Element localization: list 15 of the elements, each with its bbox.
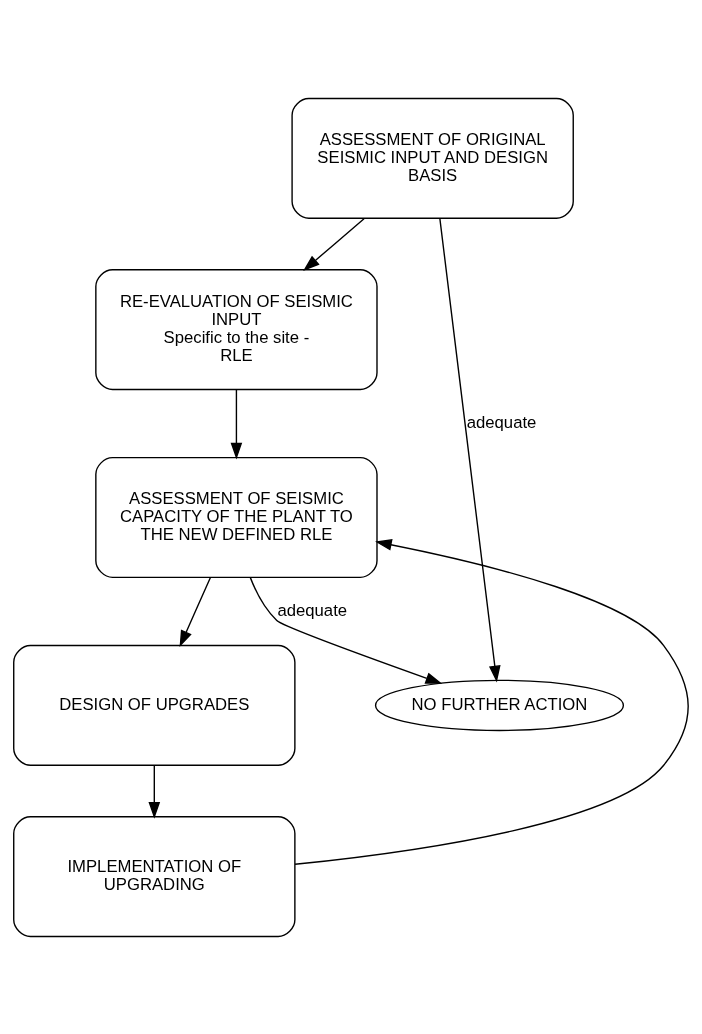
- node-box: RE-EVALUATION OF SEISMIC INPUT Specific to the site - RLE: [95, 268, 378, 390]
- arrow: [439, 217, 501, 682]
- node-box: IMPLEMENTATION OF UPGRADING: [13, 815, 296, 937]
- arrow: [294, 538, 689, 865]
- edge-label: adequate: [466, 412, 537, 432]
- arrow: [179, 576, 212, 647]
- node-box: DESIGN OF UPGRADES: [13, 644, 296, 766]
- arrow: [148, 764, 161, 819]
- node-box: ASSESSMENT OF SEISMIC CAPACITY OF THE PLANT TO THE NEW DEFINED RLE: [95, 456, 378, 578]
- node-ellipse: NO FURTHER ACTION: [374, 679, 625, 731]
- arrow: [230, 388, 243, 459]
- arrow: [303, 217, 365, 271]
- arrow: [249, 576, 443, 684]
- edge-label: adequate: [277, 600, 348, 620]
- node-box: ASSESSMENT OF ORIGINAL SEISMIC INPUT AND DESIGN BASIS: [291, 97, 574, 219]
